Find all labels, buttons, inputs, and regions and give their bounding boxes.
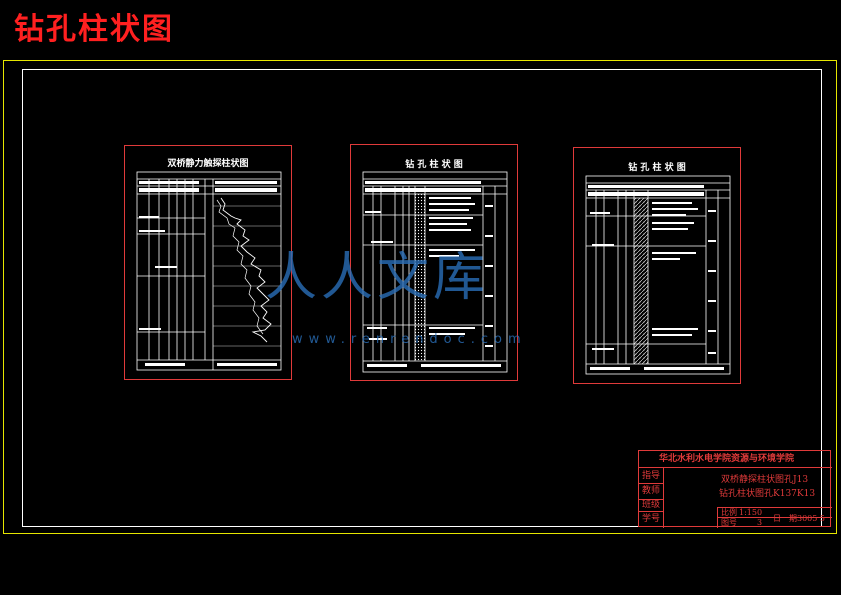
scale-label: 比例 — [721, 508, 737, 517]
label-advisor-1: 指导 — [642, 471, 661, 481]
scale-value: 1:150 — [739, 508, 763, 517]
label-advisor-2: 教师 — [642, 486, 661, 496]
sheet-borehole-column-1[interactable]: 钻 孔 柱 状 图 — [350, 144, 518, 381]
page-title: 钻孔柱状图 — [14, 12, 174, 47]
sheet-title: 双桥静力触探柱状图 — [167, 159, 249, 169]
sheet-drawing — [585, 175, 731, 375]
sheet-number-label: 图号 — [721, 518, 737, 527]
sheet-drawing — [136, 171, 282, 371]
sheet-borehole-column-2[interactable]: 钻 孔 柱 状 图 — [573, 147, 741, 384]
drawing-name-1: 双桥静探柱状图孔J13 — [721, 475, 809, 485]
sheet-cpt-column[interactable]: 双桥静力触探柱状图 — [124, 145, 292, 380]
date-value: 期3005 5 — [789, 514, 825, 523]
title-block: 华北水利水电学院资源与环境学院 指导 教师 班级 学号 双桥静探柱状图孔J13 … — [638, 450, 832, 528]
outer-drawing-frame — [3, 60, 837, 534]
date-label: 日 — [773, 514, 781, 523]
sheet-drawing — [362, 171, 508, 373]
sheet-number-value: 3 — [757, 518, 763, 527]
sheet-title: 钻 孔 柱 状 图 — [628, 163, 686, 173]
drawing-name-2: 钻孔柱状图孔K137K13 — [719, 489, 816, 499]
inner-drawing-frame — [22, 69, 822, 527]
sheet-title: 钻 孔 柱 状 图 — [405, 160, 463, 170]
institution-name: 华北水利水电学院资源与环境学院 — [659, 454, 795, 464]
label-student-id: 学号 — [642, 514, 661, 524]
label-class: 班级 — [642, 500, 661, 510]
